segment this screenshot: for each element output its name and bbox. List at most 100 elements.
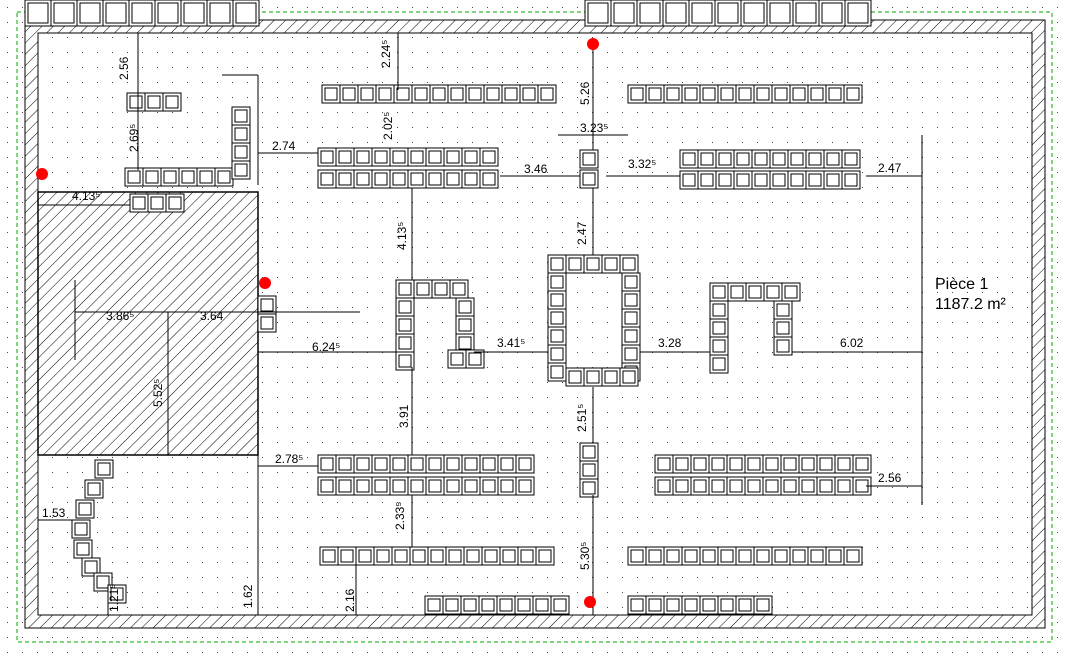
chair-seat: [693, 457, 707, 471]
chair-seat: [322, 549, 336, 563]
chair-seat: [772, 173, 786, 187]
chair-seat: [747, 479, 761, 493]
chair-seat: [756, 598, 770, 612]
chair-seat: [718, 152, 732, 166]
chair-seat: [756, 87, 770, 101]
dimension-label: 5.30⁵: [578, 542, 592, 570]
chair-seat: [754, 152, 768, 166]
chair-seat: [260, 316, 274, 330]
chair-seat: [622, 370, 636, 384]
chair-seat: [765, 479, 779, 493]
chair-seat: [260, 298, 274, 312]
chair-seat: [828, 549, 842, 563]
chair-seat: [320, 479, 334, 493]
chair-seat: [132, 196, 146, 210]
chair-seat: [783, 457, 797, 471]
chair-seat: [522, 87, 536, 101]
chair-seat: [657, 457, 671, 471]
chair-seat: [217, 170, 231, 184]
chair-seat: [730, 285, 744, 299]
chair-seat: [398, 354, 412, 368]
dimension-label: 6.02: [840, 336, 864, 350]
red-marker: [36, 168, 48, 180]
chair-seat: [482, 479, 496, 493]
chair-seat: [446, 479, 460, 493]
chair-seat: [774, 549, 788, 563]
chair-seat: [792, 549, 806, 563]
chair-seat: [769, 2, 791, 24]
chair-seat: [776, 339, 790, 353]
chair-seat: [550, 329, 564, 343]
chair-seat: [199, 170, 213, 184]
chair-seat: [452, 282, 466, 296]
chair-seat: [340, 549, 354, 563]
chair-seat: [766, 285, 780, 299]
chair-seat: [550, 275, 564, 289]
chair-seat: [183, 2, 205, 24]
chair-seat: [517, 598, 531, 612]
chair-seat: [801, 457, 815, 471]
chair-seat: [720, 87, 734, 101]
chair-seat: [622, 257, 636, 271]
chair-seat: [398, 336, 412, 350]
chair-seat: [79, 2, 101, 24]
chair-seat: [150, 196, 164, 210]
chair-seat: [535, 598, 549, 612]
chair-seat: [428, 479, 442, 493]
chair-seat: [720, 549, 734, 563]
chair-seat: [450, 352, 464, 366]
chair-seat: [736, 173, 750, 187]
chair-seat: [235, 2, 257, 24]
chair-seat: [712, 357, 726, 371]
markers: [36, 38, 599, 608]
chair-seat: [844, 152, 858, 166]
chair-seat: [844, 173, 858, 187]
chair-seat: [702, 87, 716, 101]
chair-seat: [648, 549, 662, 563]
chair-seat: [168, 196, 182, 210]
chair-seat: [691, 2, 713, 24]
chair-seat: [795, 2, 817, 24]
chair-seat: [792, 87, 806, 101]
chair-seat: [693, 479, 707, 493]
chair-seat: [234, 127, 248, 141]
chair-seat: [482, 172, 496, 186]
chair-seat: [550, 293, 564, 307]
chair-seat: [765, 457, 779, 471]
chair-seat: [808, 152, 822, 166]
chair-seat: [360, 87, 374, 101]
chair-seat: [700, 173, 714, 187]
chair-seat: [718, 173, 732, 187]
chair-seat: [392, 172, 406, 186]
chair-seat: [481, 598, 495, 612]
chair-seat: [342, 87, 356, 101]
chair-seat: [27, 2, 49, 24]
chair-seat: [518, 479, 532, 493]
chair-seat: [582, 463, 596, 477]
chair-seat: [74, 522, 88, 536]
chair-seat: [338, 479, 352, 493]
chair-layout: [24, 0, 872, 615]
chair-seat: [630, 598, 644, 612]
red-marker: [259, 277, 271, 289]
chair-seat: [743, 2, 765, 24]
chair-seat: [234, 109, 248, 123]
chair-seat: [428, 150, 442, 164]
dimension-label: 2.56: [117, 56, 131, 80]
chair-seat: [684, 598, 698, 612]
dimension-label: 4.13⁵: [395, 222, 409, 250]
chair-seat: [376, 549, 390, 563]
chair-seat: [657, 479, 671, 493]
dimension-label: 2.69⁵: [127, 124, 141, 152]
chair-seat: [320, 457, 334, 471]
chair-seat: [500, 457, 514, 471]
chair-seat: [582, 481, 596, 495]
chair-seat: [145, 170, 159, 184]
dimension-label: 2.74: [272, 139, 296, 153]
dimension-label: 1.21⁵: [107, 584, 121, 612]
chair-seat: [684, 87, 698, 101]
dimension-label: 3.46: [524, 162, 548, 176]
chair-seat: [374, 479, 388, 493]
chair-seat: [356, 479, 370, 493]
